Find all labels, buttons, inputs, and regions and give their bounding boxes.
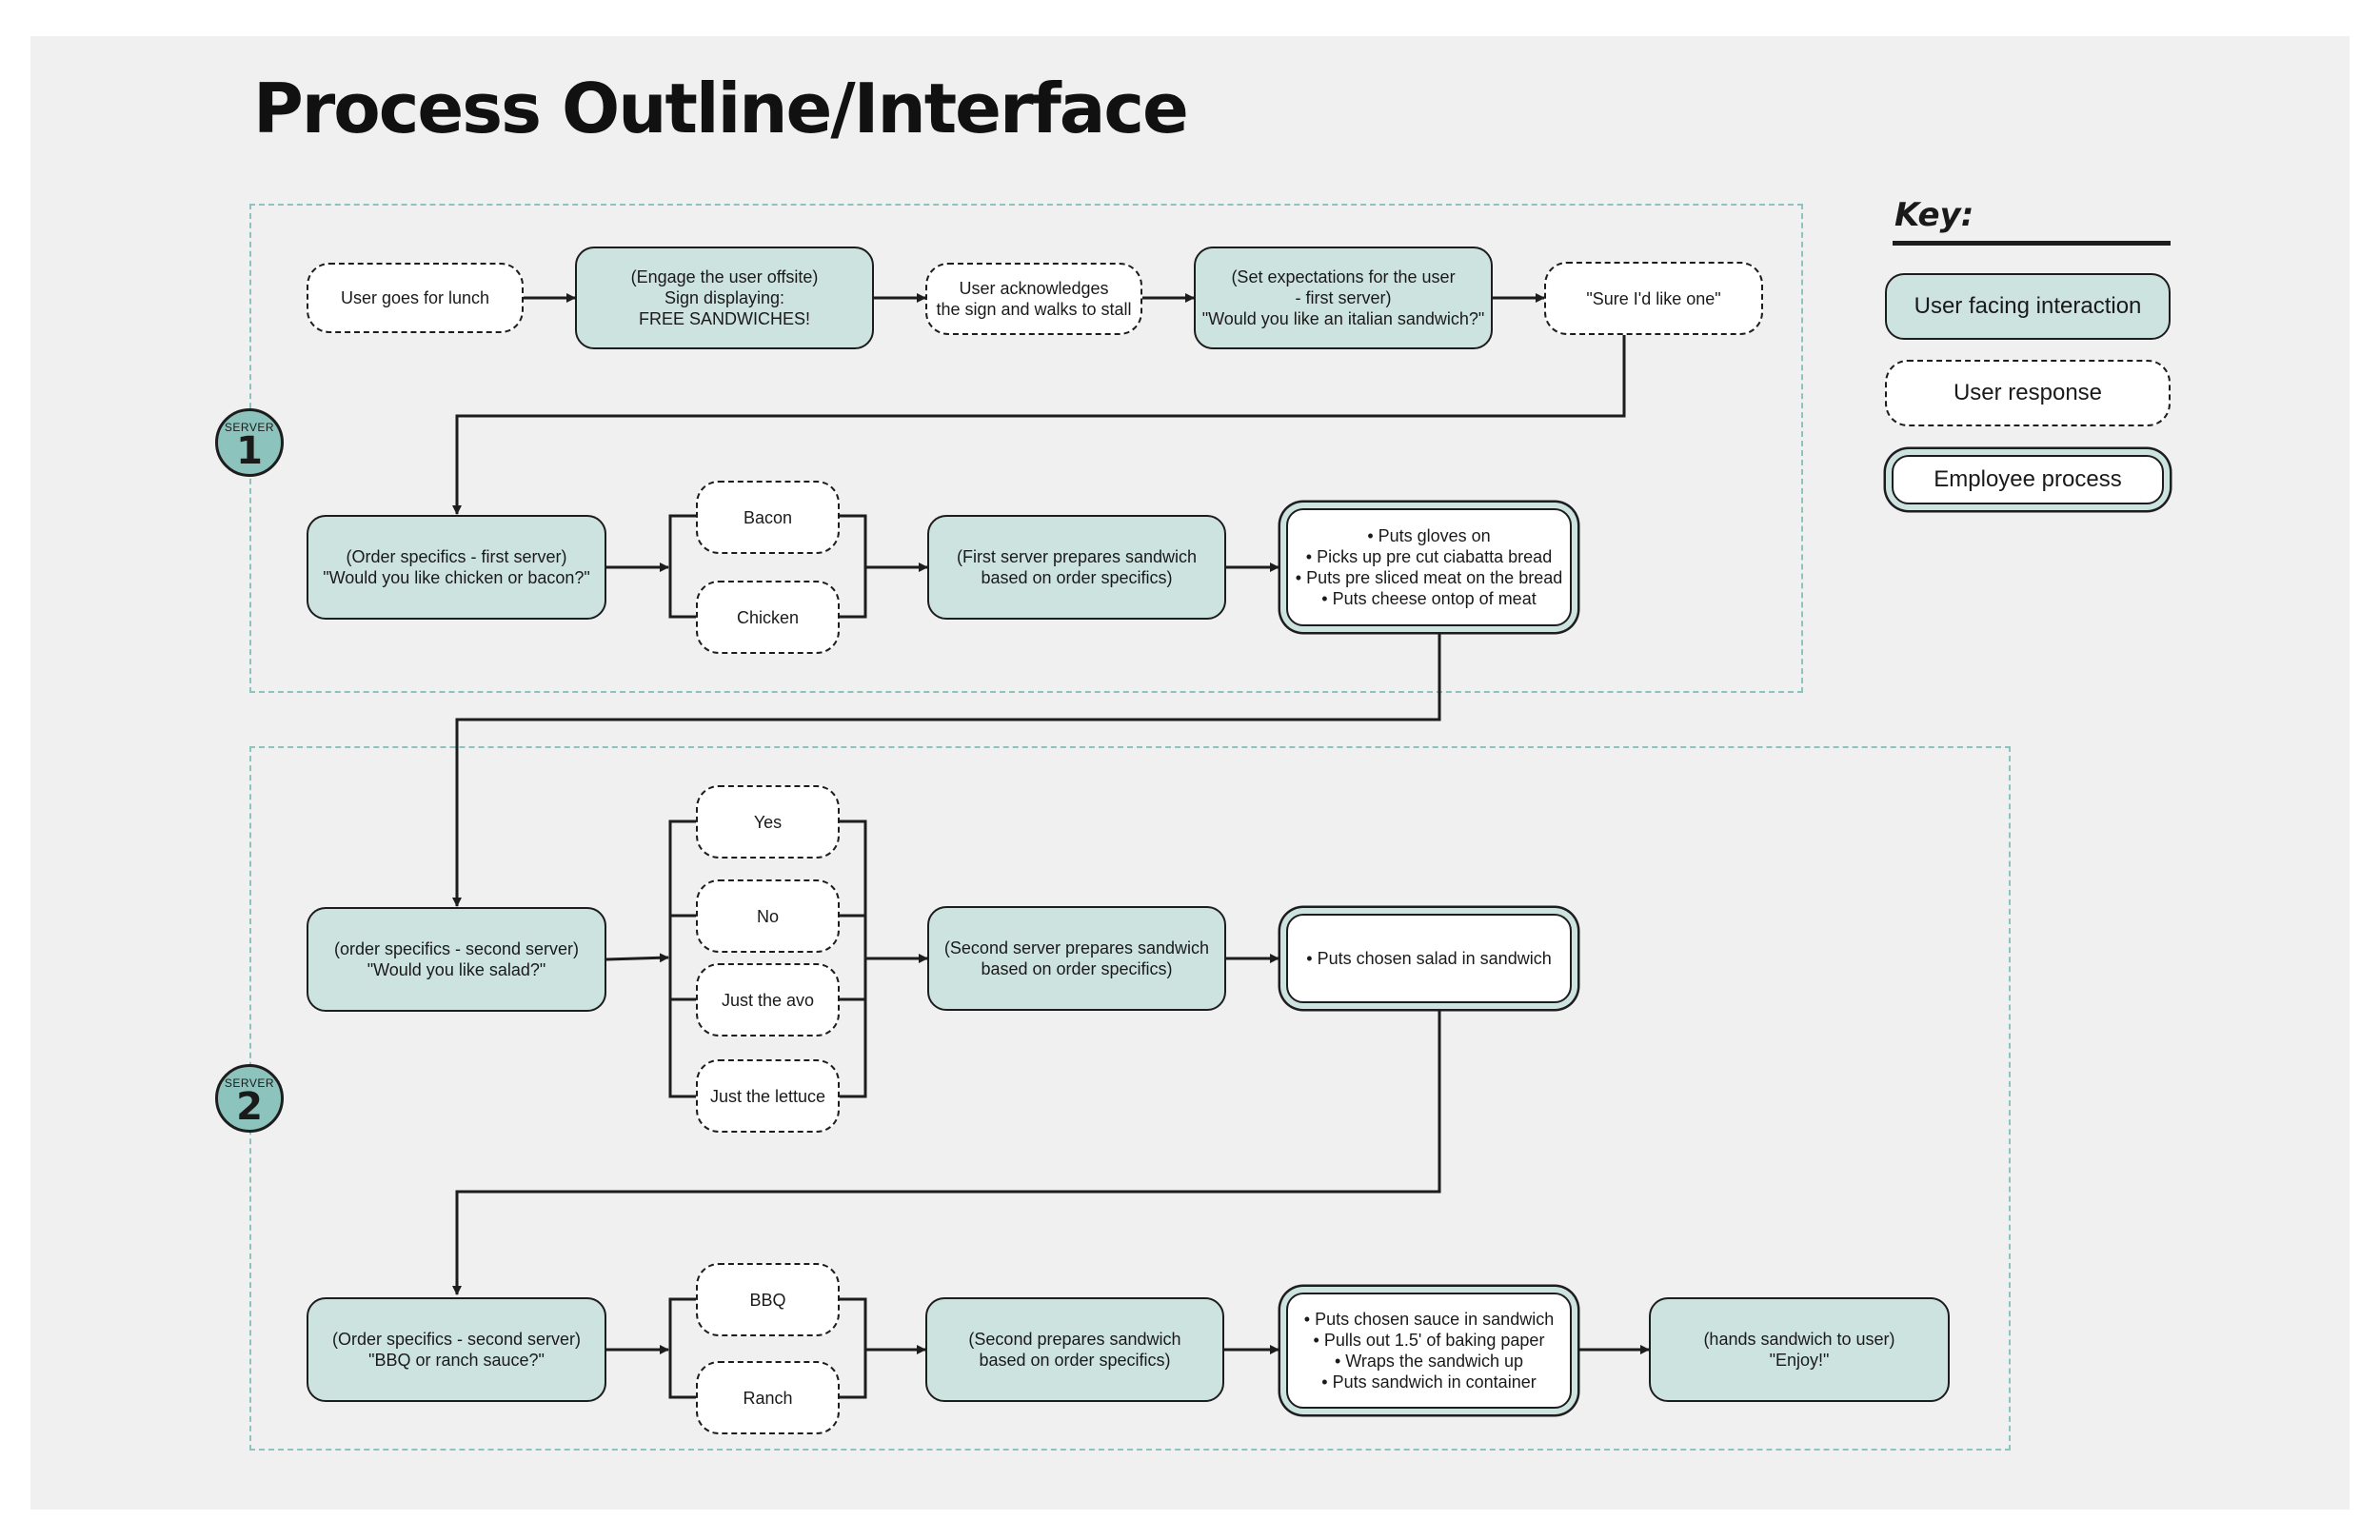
bracket-left-2-mid bbox=[670, 914, 696, 1001]
node-sauce-steps: • Puts chosen sauce in sandwich • Pulls … bbox=[1286, 1293, 1572, 1409]
node-text-line: (Engage the user offsite) bbox=[630, 267, 819, 286]
node-engage-user: (Engage the user offsite) Sign displayin… bbox=[575, 247, 874, 349]
node-text-line: the sign and walks to stall bbox=[936, 300, 1132, 319]
node-order-specifics-first-server: (Order specifics - first server) "Would … bbox=[307, 515, 606, 620]
server-2-number: 2 bbox=[236, 1085, 263, 1129]
node-text-line: based on order specifics) bbox=[979, 1351, 1171, 1370]
server-1-badge: SERVER 1 bbox=[215, 408, 284, 477]
node-text-line: • Wraps the sandwich up bbox=[1334, 1352, 1524, 1371]
node-option-chicken: Chicken bbox=[696, 581, 840, 654]
bracket-left-3 bbox=[668, 1297, 696, 1399]
node-text-line: FREE SANDWICHES! bbox=[638, 309, 811, 328]
node-text-line: No bbox=[756, 906, 779, 926]
node-text-line: Ranch bbox=[743, 1388, 793, 1408]
node-order-specifics-salad: (order specifics - second server) "Would… bbox=[307, 907, 606, 1012]
node-second-server-prepares-salad: (Second server prepares sandwich based o… bbox=[927, 906, 1226, 1011]
node-text-line: BBQ bbox=[749, 1290, 786, 1310]
key-employee-process: Employee process bbox=[1892, 455, 2164, 504]
node-text-line: (First server prepares sandwich bbox=[956, 547, 1198, 566]
node-text-line: (order specifics - second server) bbox=[333, 939, 580, 958]
node-text-line: Sign displaying: bbox=[664, 288, 785, 307]
node-second-prepares-sauce: (Second prepares sandwich based on order… bbox=[925, 1297, 1224, 1402]
node-text-line: "Sure I'd like one" bbox=[1586, 288, 1721, 308]
bracket-right-1 bbox=[840, 514, 867, 619]
node-text-line: User goes for lunch bbox=[340, 288, 490, 307]
node-text-line: • Puts cheese ontop of meat bbox=[1321, 589, 1537, 608]
bracket-right-3 bbox=[840, 1297, 867, 1399]
connector-steps2-order3 bbox=[452, 1009, 1441, 1295]
node-text-line: "Would you like salad?" bbox=[367, 960, 546, 979]
bracket-right-2 bbox=[840, 819, 867, 1098]
node-text-line: • Puts sandwich in container bbox=[1321, 1372, 1537, 1392]
server-2-badge: SERVER 2 bbox=[215, 1064, 284, 1133]
node-text-line: "Enjoy!" bbox=[1769, 1351, 1830, 1370]
node-option-no: No bbox=[696, 879, 840, 953]
node-hands-sandwich-to-user: (hands sandwich to user) "Enjoy!" bbox=[1649, 1297, 1950, 1402]
bracket-left-1 bbox=[668, 514, 696, 619]
node-order-specifics-sauce: (Order specifics - second server) "BBQ o… bbox=[307, 1297, 606, 1402]
server-1-label: SERVER bbox=[224, 421, 275, 434]
key-user-response: User response bbox=[1885, 360, 2171, 426]
node-salad-steps: • Puts chosen salad in sandwich bbox=[1286, 914, 1572, 1003]
node-text-line: Yes bbox=[753, 812, 783, 832]
node-text-line: "Would you like an italian sandwich?" bbox=[1201, 309, 1485, 328]
node-text-line: Just the lettuce bbox=[709, 1086, 826, 1106]
node-first-server-prepares: (First server prepares sandwich based on… bbox=[927, 515, 1226, 620]
node-user-goes-for-lunch: User goes for lunch bbox=[307, 263, 524, 333]
key-underline bbox=[1893, 241, 2171, 246]
server-1-number: 1 bbox=[236, 429, 263, 473]
node-text-line: • Puts pre sliced meat on the bread bbox=[1295, 568, 1563, 587]
node-text-line: (Second prepares sandwich bbox=[968, 1330, 1181, 1349]
server-2-label: SERVER bbox=[224, 1076, 275, 1090]
node-text-line: • Puts chosen sauce in sandwich bbox=[1303, 1310, 1555, 1329]
node-text-line: (Order specifics - first server) bbox=[346, 547, 567, 566]
node-first-server-steps: • Puts gloves on • Picks up pre cut ciab… bbox=[1286, 508, 1572, 626]
key-user-facing-interaction: User facing interaction bbox=[1885, 273, 2171, 340]
key-label: User facing interaction bbox=[1914, 293, 2142, 319]
node-text-line: "BBQ or ranch sauce?" bbox=[368, 1351, 545, 1370]
key-label: User response bbox=[1953, 380, 2103, 405]
node-text-line: based on order specifics) bbox=[981, 568, 1173, 587]
node-option-yes: Yes bbox=[696, 785, 840, 859]
connector-steps1-order2 bbox=[452, 634, 1441, 907]
node-set-expectations: (Set expectations for the user - first s… bbox=[1194, 247, 1493, 349]
node-text-line: • Puts chosen salad in sandwich bbox=[1306, 949, 1552, 968]
node-text-line: - first server) bbox=[1295, 288, 1392, 307]
page-title: Process Outline/Interface bbox=[253, 69, 1189, 148]
node-text-line: • Pulls out 1.5' of baking paper bbox=[1313, 1331, 1545, 1350]
node-option-ranch: Ranch bbox=[696, 1361, 840, 1434]
node-option-just-the-lettuce: Just the lettuce bbox=[696, 1059, 840, 1133]
node-option-just-the-avo: Just the avo bbox=[696, 963, 840, 1037]
node-sure-id-like-one: "Sure I'd like one" bbox=[1544, 262, 1763, 335]
node-user-acknowledges: User acknowledges the sign and walks to … bbox=[925, 263, 1142, 335]
node-text-line: Just the avo bbox=[721, 990, 815, 1010]
node-text-line: User acknowledges bbox=[959, 279, 1109, 298]
node-text-line: • Picks up pre cut ciabatta bread bbox=[1305, 547, 1553, 566]
node-text-line: (Second server prepares sandwich bbox=[943, 938, 1210, 958]
connector-order2-choices bbox=[605, 953, 669, 963]
node-text-line: • Puts gloves on bbox=[1367, 526, 1491, 545]
key-label: Employee process bbox=[1934, 466, 2122, 492]
connector-sure-order1 bbox=[452, 335, 1626, 515]
node-text-line: (Set expectations for the user bbox=[1231, 267, 1456, 286]
node-text-line: (hands sandwich to user) bbox=[1703, 1330, 1895, 1349]
node-text-line: based on order specifics) bbox=[981, 959, 1173, 978]
key-title: Key: bbox=[1894, 196, 1974, 234]
bracket-right-2-mid bbox=[840, 914, 865, 1001]
bracket-left-2 bbox=[668, 819, 696, 1098]
node-text-line: "Would you like chicken or bacon?" bbox=[323, 568, 590, 587]
node-text-line: Chicken bbox=[736, 607, 800, 627]
node-text-line: (Order specifics - second server) bbox=[331, 1330, 582, 1349]
node-option-bacon: Bacon bbox=[696, 481, 840, 554]
node-text-line: Bacon bbox=[743, 507, 793, 527]
node-option-bbq: BBQ bbox=[696, 1263, 840, 1336]
